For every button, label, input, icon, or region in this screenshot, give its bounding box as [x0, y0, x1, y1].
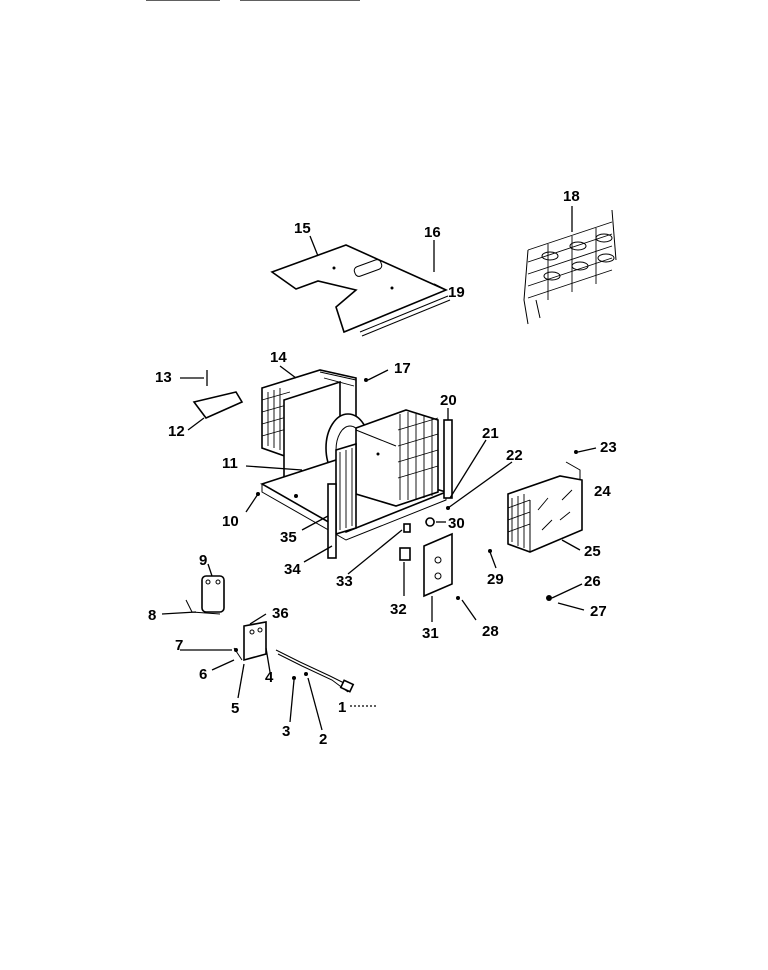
relay-and-cord: [233, 621, 355, 693]
label-4: 4: [265, 669, 274, 686]
label-10: 10: [222, 513, 239, 530]
top-cover-plate: [270, 244, 451, 337]
vertical-support-rod: [443, 419, 453, 499]
leader-lines: [161, 206, 597, 731]
label-27: 27: [590, 603, 607, 620]
label-16: 16: [424, 224, 441, 241]
label-29: 29: [487, 571, 504, 588]
label-9: 9: [199, 552, 207, 569]
heater-element-assembly: [523, 209, 617, 325]
capacitor: [185, 575, 225, 615]
label-34: 34: [284, 561, 301, 578]
label-33: 33: [336, 573, 353, 590]
label-20: 20: [440, 392, 457, 409]
label-23: 23: [600, 439, 617, 456]
base-pan-evaporator: [260, 409, 449, 541]
label-26: 26: [584, 573, 601, 590]
label-35: 35: [280, 529, 297, 546]
label-15: 15: [294, 220, 311, 237]
label-25: 25: [584, 543, 601, 560]
label-14: 14: [270, 349, 287, 366]
label-24: 24: [594, 483, 611, 500]
label-7: 7: [175, 637, 183, 654]
label-30: 30: [448, 515, 465, 532]
label-12: 12: [168, 423, 185, 440]
outdoor-coil: [507, 461, 583, 553]
label-11: 11: [222, 455, 238, 472]
label-31: 31: [422, 625, 439, 642]
part-number-labels: 15 16 19 18 13 12 14 17 20 21 22 23 24 2…: [148, 188, 617, 748]
label-13: 13: [155, 369, 172, 386]
label-32: 32: [390, 601, 407, 618]
label-17: 17: [394, 360, 411, 377]
label-5: 5: [231, 700, 239, 717]
side-strip: [327, 483, 337, 559]
label-22: 22: [506, 447, 523, 464]
label-28: 28: [482, 623, 499, 640]
label-19: 19: [448, 284, 465, 301]
label-1: 1: [338, 699, 346, 716]
label-2: 2: [319, 731, 327, 748]
label-3: 3: [282, 723, 290, 740]
label-21: 21: [482, 425, 499, 442]
small-fittings: [399, 517, 435, 561]
label-8: 8: [148, 607, 156, 624]
control-panel: [423, 532, 453, 598]
label-18: 18: [563, 188, 580, 205]
mounting-bracket: [192, 370, 244, 419]
label-36: 36: [272, 605, 289, 622]
label-6: 6: [199, 666, 207, 683]
